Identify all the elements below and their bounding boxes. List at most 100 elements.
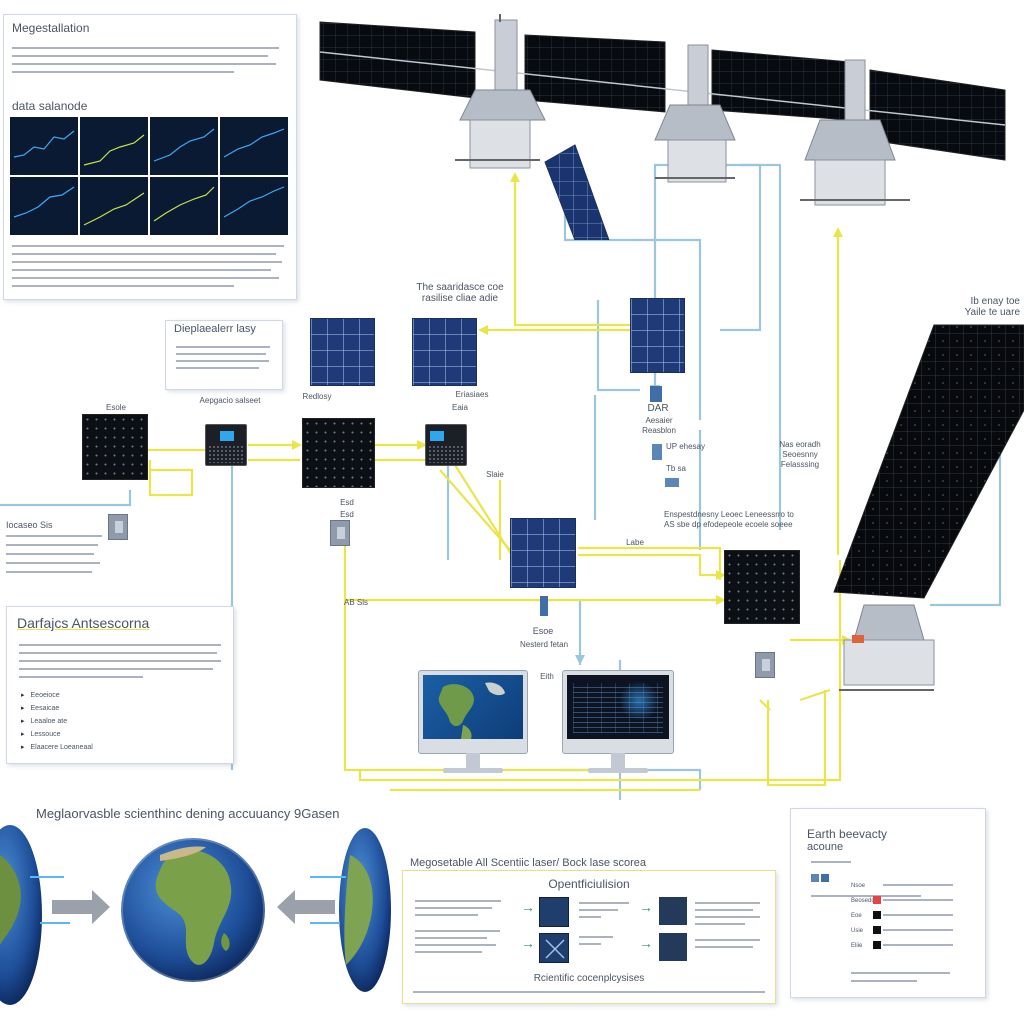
earth-row-4: Usie	[851, 924, 977, 939]
solar-wing-4	[869, 69, 1006, 161]
label-esoe-sub: Nesterd fetan	[519, 640, 569, 649]
controller-device-b	[425, 424, 467, 466]
earth-row-2-label: Beosedde	[851, 898, 879, 904]
bottom-center-tile-4	[659, 933, 687, 961]
sensor-small-3	[665, 478, 679, 487]
darfajcs-panel-body	[19, 641, 225, 684]
bottom-banner-title: Meglaorvasble scienthinc dening accuuanc…	[36, 806, 340, 821]
black-panel-c	[724, 550, 800, 624]
earth-panel-footer-lines	[851, 969, 961, 988]
bottom-center-panel: Opentficiulision → → → → Rcientific coce…	[402, 870, 776, 1004]
label-eiaa: Eaia	[451, 403, 468, 412]
center-caption-line1: The saaridasce coe	[416, 282, 504, 293]
sensor-small-1	[650, 386, 662, 402]
label-tb-sa: Tb sa	[666, 464, 687, 473]
controller-device-a	[205, 424, 247, 466]
large-solar-wing	[833, 324, 1024, 599]
center-caption: The saaridasce coe rasilise cliae adie	[395, 282, 525, 304]
earth-panel-rows: Nsoe Beosedde Eoe Usie Eliie	[851, 879, 977, 954]
right-caption-line2: Yaile te uare	[964, 307, 1020, 318]
monitor-data-table	[562, 670, 674, 773]
satellite-array-top	[319, 14, 1006, 240]
sensor-c	[755, 652, 775, 678]
label-mid-note-2: AS sbe dp efodepeole ecoele soeee	[664, 520, 793, 529]
earth-row-1: Nsoe	[851, 879, 977, 894]
bottom-center-col-1	[415, 897, 505, 958]
earth-map-icon	[438, 682, 505, 739]
darfajcs-panel: Darfajcs Antsescorna Eeoeioce Eesaicae L…	[6, 606, 234, 764]
satellite-body-4	[839, 604, 935, 691]
globe-right-icon	[339, 828, 391, 992]
satellite-body-3	[800, 59, 910, 206]
earth-row-3: Eoe	[851, 909, 977, 924]
earth-row-2: Beosedde	[851, 894, 977, 909]
bottom-center-tile-2	[539, 933, 569, 963]
display-panel-body	[176, 343, 274, 374]
label-esd: Esd	[340, 498, 354, 507]
earth-panel-header-bar	[811, 861, 951, 905]
arrow-left-icon	[277, 890, 335, 924]
left-mid-legend: Iocaseo Sis	[6, 520, 106, 580]
label-aepgacio: Aepgacio salseet	[199, 396, 261, 405]
globe-illustration	[0, 825, 391, 1005]
darfajcs-bullet-2: Eesaicae	[21, 702, 93, 715]
top-left-panel-subtitle: data salanode	[12, 99, 88, 113]
data-chart-grid	[10, 117, 288, 235]
top-left-panel-title: Megestallation	[12, 21, 90, 35]
label-seoesnny: Seoesnny	[782, 450, 818, 459]
cross-icon	[545, 939, 565, 959]
globe-center-icon	[119, 836, 267, 984]
earth-panel: Earth beevacty acoune Nsoe Beosedde Eoe …	[790, 808, 986, 998]
label-up-ehesay: UP ehesay	[666, 442, 705, 451]
display-panel-title: Dieplaealerr lasy	[174, 323, 256, 335]
yellow-connectors	[148, 175, 850, 792]
black-panel-a	[82, 414, 148, 480]
label-nas-eoradh: Nas eoradh	[779, 440, 821, 449]
black-panel-b	[302, 418, 375, 488]
solar-panel-d	[510, 518, 576, 588]
label-felasssing: Felasssing	[780, 460, 820, 469]
label-slaie: Slaie	[486, 470, 504, 479]
earth-panel-title: Earth beevacty	[807, 827, 888, 841]
arrowheads	[292, 172, 852, 645]
darfajcs-bullet-4: Lessouce	[21, 728, 93, 741]
earth-row-4-label: Usie	[851, 928, 864, 934]
right-caption: Ib enay toe Yaile te uare	[935, 296, 1020, 318]
earth-panel-subtitle: acoune	[807, 841, 844, 853]
flow-arrow-icon-4: →	[639, 935, 653, 951]
right-caption-line1: Ib enay toe	[970, 296, 1020, 307]
sensor-small-4	[540, 596, 548, 616]
solar-panel-a	[310, 318, 375, 386]
solar-wing-2	[524, 34, 666, 113]
label-esd-2: Esd	[340, 510, 354, 519]
globe-left-icon	[0, 825, 42, 1005]
monitor-earth-map	[418, 670, 528, 773]
bottom-center-col-2	[579, 899, 635, 950]
satellite-body-1	[455, 14, 546, 169]
top-left-panel-text-1	[12, 43, 290, 103]
label-eriasiaes: Eriasiaes	[455, 390, 489, 399]
sensor-small-2	[652, 444, 662, 460]
right-solar-satellite	[833, 324, 1024, 691]
label-redlosy: Redlosy	[302, 392, 332, 401]
bottom-center-col-3	[695, 899, 767, 953]
flow-arrow-icon-3: →	[639, 899, 653, 915]
darfajcs-bullet-3: Leaaloe ate	[21, 715, 93, 728]
sensor-b	[330, 520, 350, 546]
left-mid-legend-title: Iocaseo Sis	[6, 520, 53, 530]
label-labe: Labe	[626, 538, 644, 547]
solar-panel-b	[412, 318, 477, 386]
earth-row-5: Eliie	[851, 939, 977, 954]
signal-streaks	[30, 876, 346, 924]
darfajcs-panel-title: Darfajcs Antsescorna	[17, 615, 150, 631]
solar-panel-c	[630, 298, 685, 373]
arrow-right-icon	[52, 890, 110, 924]
label-aesaier: Aesaier	[645, 416, 673, 425]
satellite-body-2	[654, 44, 736, 183]
bottom-center-tile-3	[659, 897, 687, 925]
label-esoe: Esoe	[532, 626, 554, 636]
label-eith: Eith	[540, 672, 554, 681]
label-mid-note-1: Enspestdnesny Leoec Leneessrro to	[664, 510, 794, 519]
earth-row-3-label: Eoe	[851, 913, 862, 919]
bottom-center-panel-title: Megosetable All Scentiic laser/ Bock las…	[410, 857, 647, 869]
